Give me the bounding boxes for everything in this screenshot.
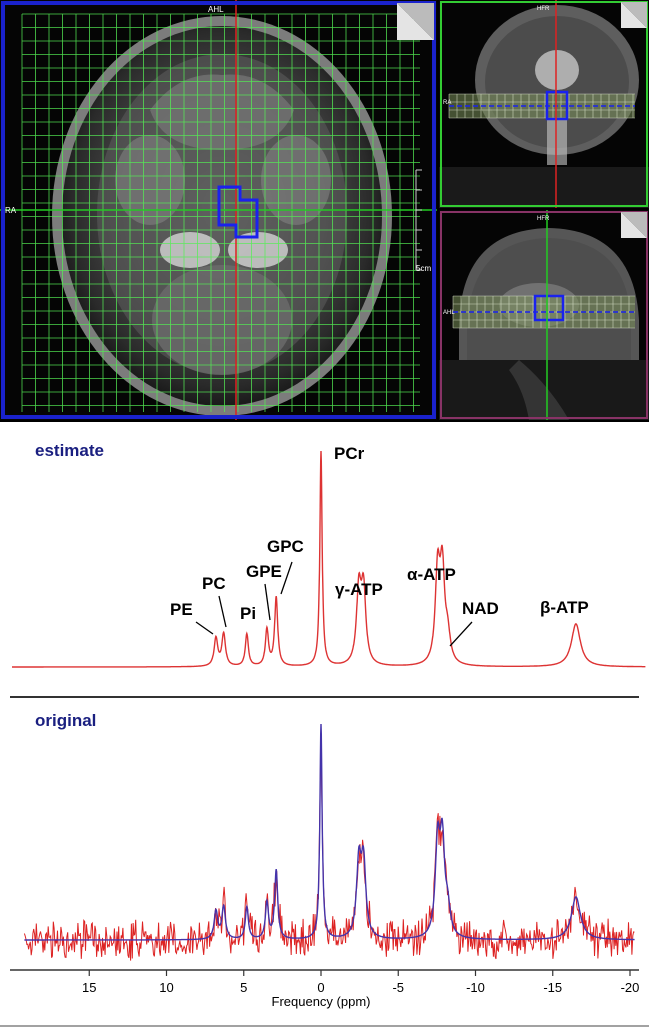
- peak-label: α-ATP: [407, 565, 456, 584]
- sagittal-frame: [440, 211, 648, 419]
- original-title: original: [35, 711, 96, 730]
- coronal-label-top: HFR: [537, 6, 550, 12]
- peak-leader-line: [280, 561, 293, 595]
- peak-label: β-ATP: [540, 598, 589, 617]
- axial-mri-view: AHL RA 5cm: [0, 0, 437, 420]
- estimate-title: estimate: [35, 441, 104, 460]
- axial-corner-fold-back: [397, 3, 434, 40]
- coronal-label-left: RA: [443, 100, 451, 106]
- sagittal-label-top: HFR: [537, 216, 550, 222]
- original-plot: [23, 723, 635, 961]
- axial-voxel-outline[interactable]: [217, 185, 259, 239]
- axial-scale-label: 5cm: [416, 264, 431, 273]
- axial-label-top: AHL: [208, 5, 224, 14]
- peak-leader-line: [264, 583, 271, 621]
- sagittal-corner-fold-back: [621, 212, 647, 238]
- x-tick-label: 10: [159, 980, 173, 995]
- peak-label: PC: [202, 574, 226, 593]
- coronal-voxel-outline[interactable]: [545, 90, 569, 121]
- x-axis-label: Frequency (ppm): [272, 994, 371, 1009]
- x-tick-label: 5: [240, 980, 247, 995]
- peak-label: PE: [170, 600, 193, 619]
- coronal-frame: [440, 1, 648, 207]
- x-tick-label: 0: [317, 980, 324, 995]
- estimate-plot: [12, 450, 646, 668]
- spectra-chart: estimate PE PC Pi GPE GPC PCr γ-ATP α-ATP NAD β-A…: [0, 422, 649, 1027]
- x-tick-label: 15: [82, 980, 96, 995]
- x-tick-label: -15: [543, 980, 562, 995]
- peak-leader-line: [195, 621, 214, 635]
- original-fit-line: [24, 723, 635, 941]
- coronal-corner-fold-back: [621, 2, 647, 28]
- estimate-spectrum-line: [12, 450, 646, 668]
- sagittal-voxel-outline[interactable]: [533, 294, 565, 322]
- peak-leader-line: [449, 621, 473, 647]
- x-tick-label: -5: [392, 980, 404, 995]
- mri-panel: AHL RA 5cm HFR RA: [0, 0, 649, 422]
- peak-label: GPC: [267, 537, 304, 556]
- peak-leader-line: [218, 595, 227, 628]
- x-tick-label: -20: [621, 980, 640, 995]
- peak-label: γ-ATP: [335, 580, 383, 599]
- sagittal-label-left: AHL: [443, 310, 455, 316]
- axial-label-left: RA: [5, 206, 17, 215]
- axial-scale-ruler: [415, 169, 422, 271]
- peak-label: NAD: [462, 599, 499, 618]
- peak-label: GPE: [246, 562, 282, 581]
- peak-label: PCr: [334, 444, 365, 463]
- sagittal-mri-view: HFR AHL: [439, 210, 649, 420]
- peak-label: Pi: [240, 604, 256, 623]
- coronal-mri-view: HFR RA: [439, 0, 649, 208]
- axial-frame: [1, 1, 436, 419]
- x-tick-label: -10: [466, 980, 485, 995]
